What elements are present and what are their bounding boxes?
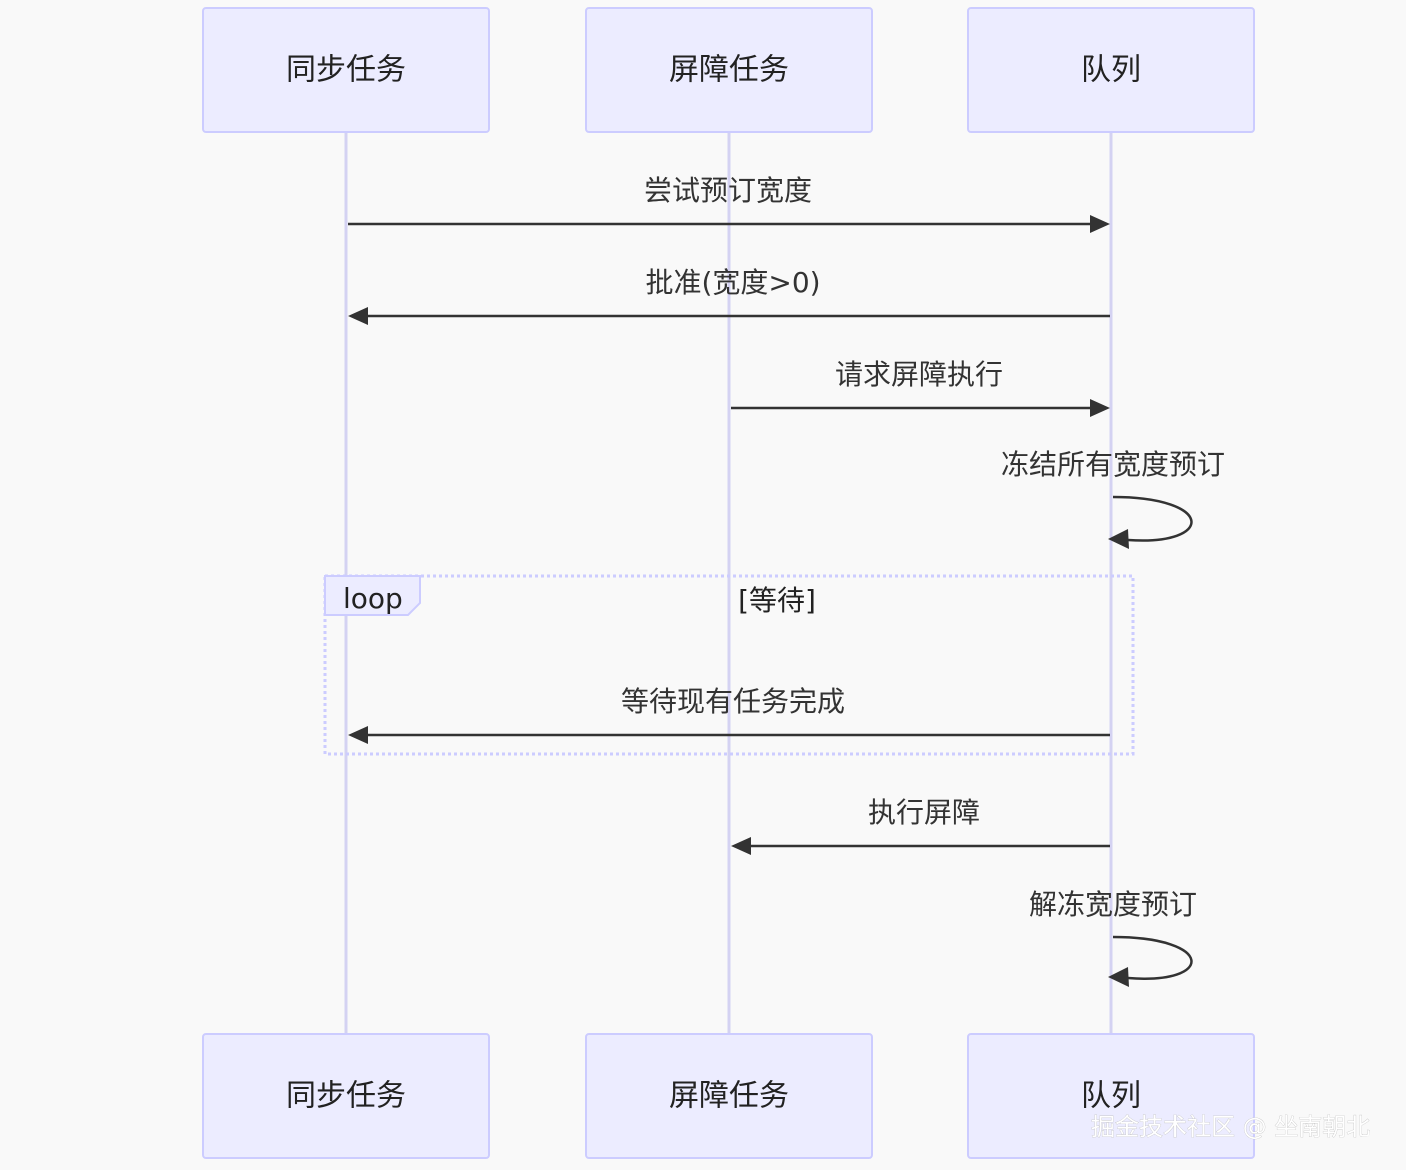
actor-queue-bottom: 队列 xyxy=(967,1033,1255,1159)
message-wait-existing: 等待现有任务完成 xyxy=(348,685,1110,744)
message-execute-barrier: 执行屏障 xyxy=(731,796,1110,855)
loop-frame: loop [等待] xyxy=(323,574,1135,756)
arrowhead-icon xyxy=(1108,529,1129,549)
actor-sync-task-bottom: 同步任务 xyxy=(202,1033,490,1159)
message-reserve-width: 尝试预订宽度 xyxy=(348,174,1110,233)
arrowhead-icon xyxy=(348,307,368,325)
message-label: 等待现有任务完成 xyxy=(621,685,845,718)
arrowhead-icon xyxy=(731,837,751,855)
loop-keyword: loop xyxy=(343,582,403,615)
actor-queue-top: 队列 xyxy=(967,7,1255,133)
actor-queue-top-label: 队列 xyxy=(1081,53,1141,88)
message-label: 解冻宽度预订 xyxy=(1029,888,1197,921)
loop-tab xyxy=(324,575,421,616)
loop-condition: [等待] xyxy=(738,584,816,617)
message-unfreeze-reservations: 解冻宽度预订 xyxy=(1029,888,1197,987)
message-freeze-reservations: 冻结所有宽度预订 xyxy=(1001,448,1225,549)
actor-barrier-task-top: 屏障任务 xyxy=(585,7,873,133)
actor-queue-bottom-label: 队列 xyxy=(1081,1079,1141,1114)
arrowhead-icon xyxy=(1108,967,1129,987)
watermark: 掘金技术社区 @ 坐南朝北 xyxy=(1091,1113,1370,1141)
message-request-barrier: 请求屏障执行 xyxy=(731,358,1110,417)
arrowhead-icon xyxy=(1090,215,1110,233)
message-label: 批准(宽度>0) xyxy=(645,266,820,299)
actor-sync-task-bottom-label: 同步任务 xyxy=(286,1079,406,1114)
message-label: 请求屏障执行 xyxy=(835,358,1003,391)
message-approve: 批准(宽度>0) xyxy=(348,266,1110,325)
message-label: 冻结所有宽度预订 xyxy=(1001,448,1225,481)
actor-sync-task-top-label: 同步任务 xyxy=(286,53,406,88)
actor-barrier-task-bottom-label: 屏障任务 xyxy=(669,1079,789,1114)
actor-sync-task-top: 同步任务 xyxy=(202,7,490,133)
arrowhead-icon xyxy=(1090,399,1110,417)
actor-barrier-task-bottom: 屏障任务 xyxy=(585,1033,873,1159)
arrowhead-icon xyxy=(348,726,368,744)
message-label: 尝试预订宽度 xyxy=(644,174,812,207)
message-label: 执行屏障 xyxy=(868,796,980,829)
actor-barrier-task-top-label: 屏障任务 xyxy=(669,53,789,88)
